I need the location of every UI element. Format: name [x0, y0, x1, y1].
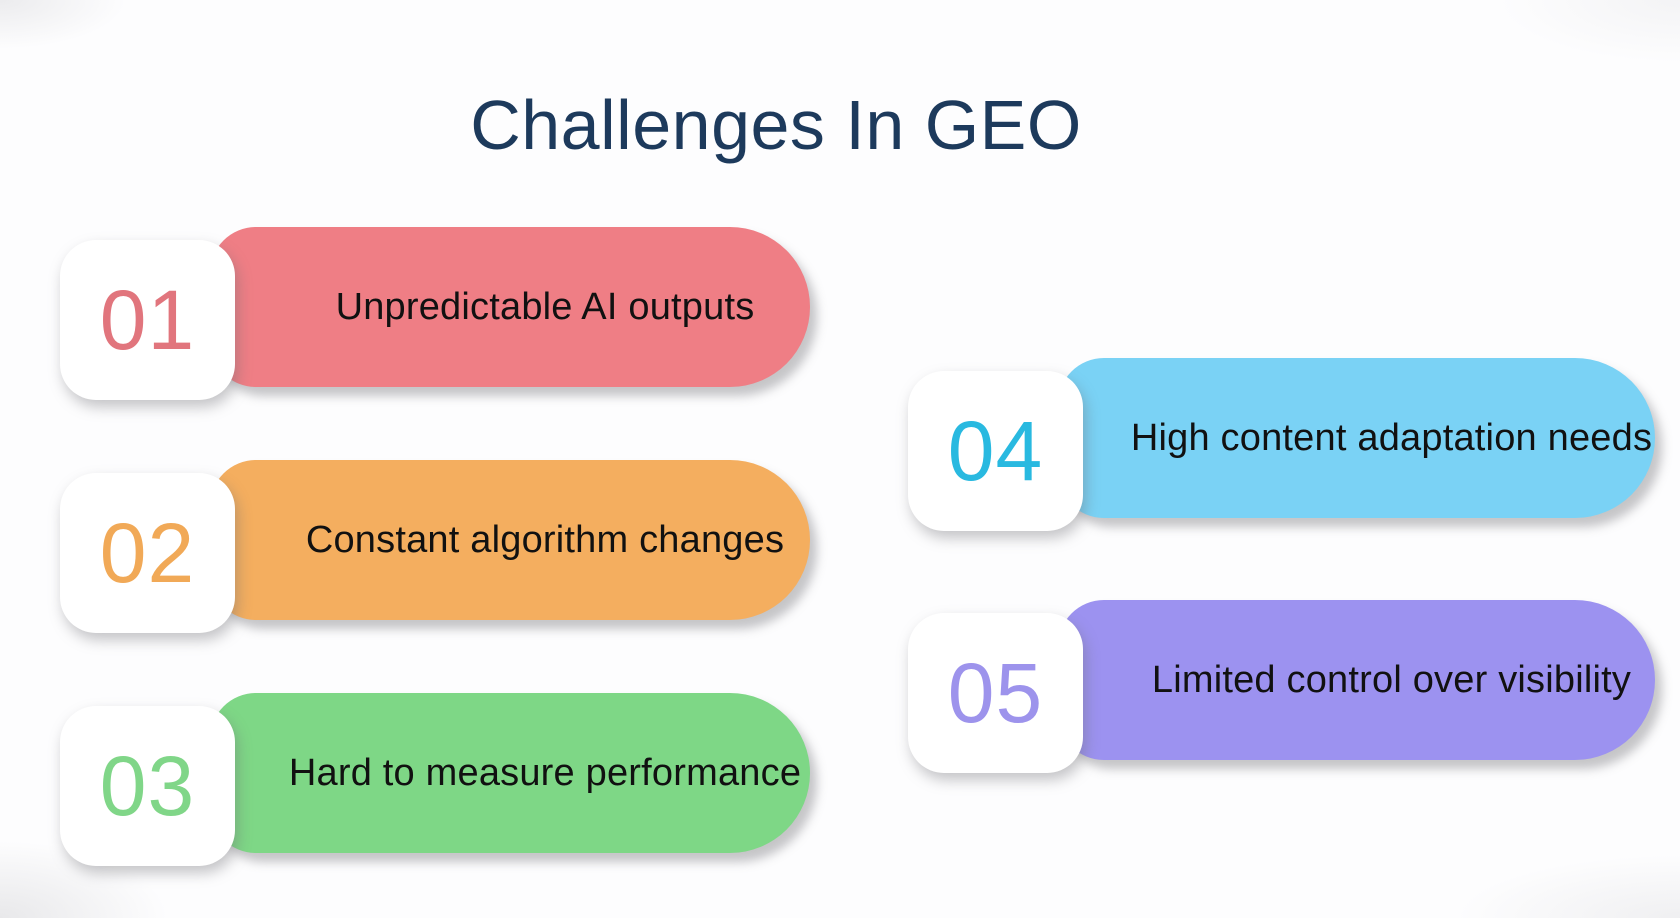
challenge-number-2: 02: [99, 506, 196, 600]
challenge-pill-2: Constant algorithm changes: [210, 460, 810, 620]
page-title: Challenges In GEO: [470, 85, 1082, 164]
challenge-item-1: Unpredictable AI outputs 01: [60, 227, 810, 402]
number-card-2: 02: [60, 473, 235, 633]
challenge-label-2: Constant algorithm changes: [305, 518, 785, 561]
challenge-number-5: 05: [947, 646, 1044, 740]
number-card-4: 04: [908, 371, 1083, 531]
challenge-pill-5: Limited control over visibility: [1058, 600, 1655, 760]
challenge-pill-4: High content adaptation needs: [1058, 358, 1655, 518]
challenge-number-3: 03: [99, 739, 196, 833]
challenge-number-4: 04: [947, 404, 1044, 498]
number-card-3: 03: [60, 706, 235, 866]
challenge-label-3: Hard to measure performance: [288, 751, 802, 794]
challenge-pill-3: Hard to measure performance: [210, 693, 810, 853]
challenge-item-5: Limited control over visibility 05: [908, 600, 1658, 775]
challenge-label-5: Limited control over visibility: [1151, 658, 1632, 701]
number-card-5: 05: [908, 613, 1083, 773]
challenge-item-3: Hard to measure performance 03: [60, 693, 810, 868]
challenge-pill-1: Unpredictable AI outputs: [210, 227, 810, 387]
challenge-item-4: High content adaptation needs 04: [908, 358, 1658, 533]
number-card-1: 01: [60, 240, 235, 400]
challenge-number-1: 01: [99, 273, 196, 367]
challenge-label-4: High content adaptation needs: [1130, 416, 1653, 459]
challenge-label-1: Unpredictable AI outputs: [335, 285, 755, 328]
challenge-item-2: Constant algorithm changes 02: [60, 460, 810, 635]
